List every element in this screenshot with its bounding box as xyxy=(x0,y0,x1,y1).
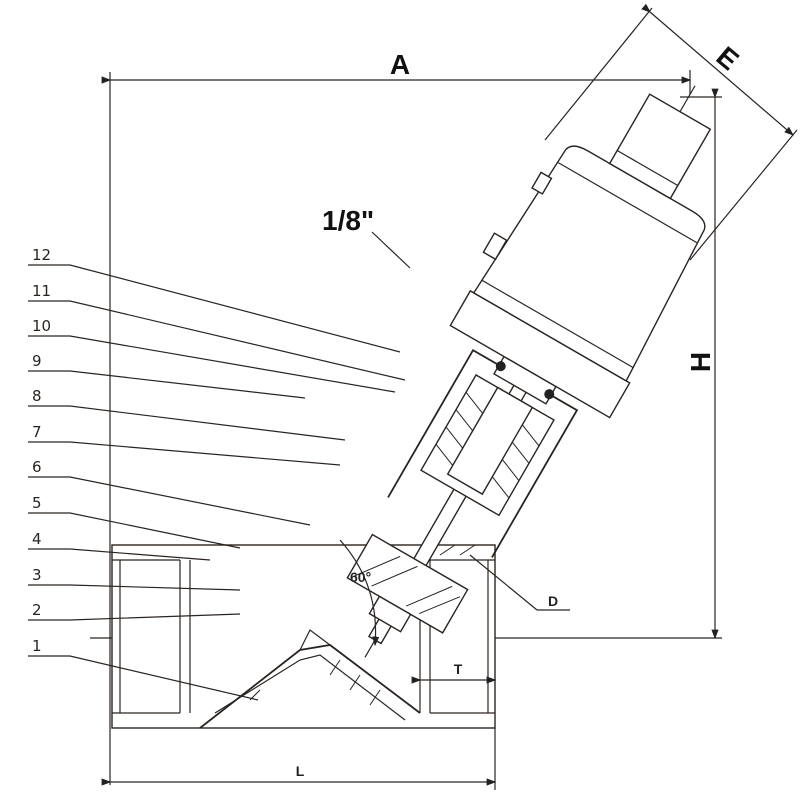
part-label-6: 6 xyxy=(32,458,42,476)
part-label-2: 2 xyxy=(32,601,42,619)
part-label-12: 12 xyxy=(32,246,51,264)
port-label: 1/8" xyxy=(322,205,374,236)
cylinder xyxy=(472,145,706,382)
part-label-4: 4 xyxy=(32,530,42,548)
air-port xyxy=(482,232,508,261)
angle-label: 60° xyxy=(350,569,371,585)
dim-l-label: L xyxy=(296,763,305,779)
dim-h-label: H xyxy=(685,352,716,372)
dim-a-label: A xyxy=(390,49,410,80)
part-label-5: 5 xyxy=(32,494,42,512)
dim-e-label: E xyxy=(711,41,745,77)
part-label-7: 7 xyxy=(32,423,42,441)
part-label-1: 1 xyxy=(32,637,42,655)
part-label-3: 3 xyxy=(32,566,42,584)
part-label-9: 9 xyxy=(32,352,42,370)
part-callouts: 12 11 10 9 8 7 6 5 4 3 2 1 xyxy=(28,246,406,701)
part-label-11: 11 xyxy=(32,282,51,300)
dim-t-label: T xyxy=(454,661,463,677)
part-label-10: 10 xyxy=(32,317,51,335)
dim-d-label: D xyxy=(548,593,558,609)
part-label-8: 8 xyxy=(32,387,42,405)
